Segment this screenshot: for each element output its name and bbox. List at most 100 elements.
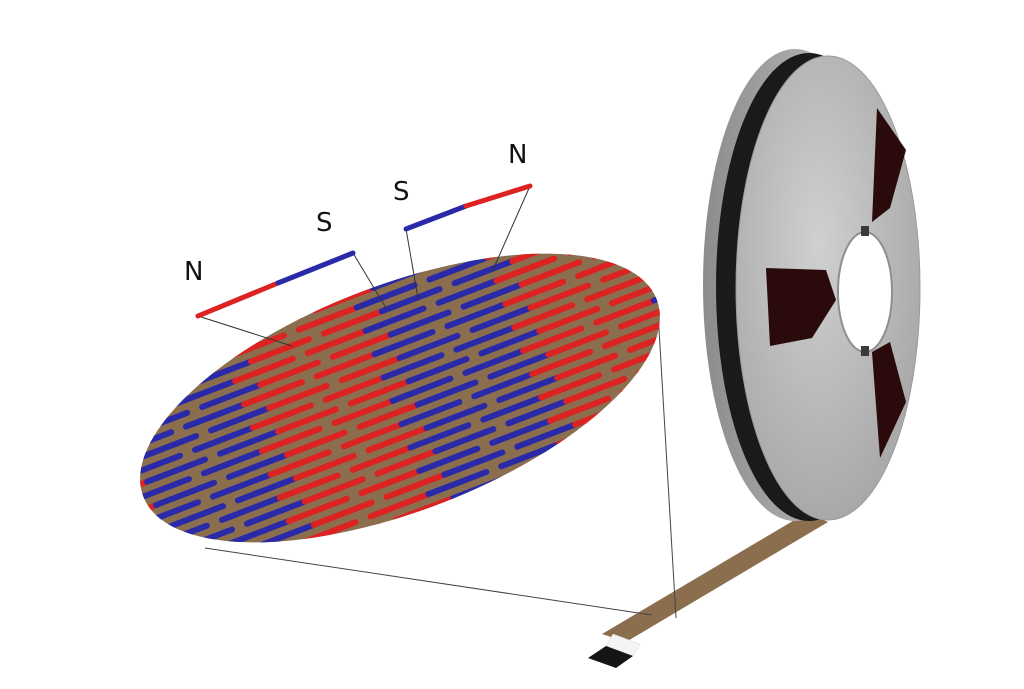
magnetic-domain-segment	[144, 456, 209, 485]
magnetic-domain-segment	[566, 227, 631, 256]
magnetic-domain-segment	[172, 592, 237, 603]
magnetic-domain-segment	[374, 448, 439, 477]
magnetic-domain-segment	[0, 532, 17, 554]
magnetic-domain-segment	[156, 331, 220, 360]
magnetic-domain-segment	[292, 452, 357, 482]
reel-hub-hole	[837, 231, 893, 353]
magnetic-domain-segment	[102, 451, 117, 480]
magnetic-domain-segment	[496, 374, 561, 403]
magnetic-domain-segment	[0, 555, 25, 577]
magnetic-domain-segment	[536, 305, 601, 335]
north-pole-label: N	[508, 140, 527, 170]
magnetic-domain-segment	[283, 429, 348, 458]
magnetic-domain-segment	[217, 428, 281, 457]
magnetic-domain-segment	[548, 193, 613, 209]
magnetic-domain-segment	[498, 441, 563, 470]
magnetic-domain-segment	[270, 568, 335, 597]
magnetic-domain-segment	[70, 650, 128, 672]
magnetic-domain-segment	[267, 449, 332, 478]
magnetic-domain-segment	[547, 395, 611, 424]
magnetic-domain-segment	[356, 401, 421, 430]
magnetic-domain-segment	[349, 444, 414, 473]
magnetic-domain-segment	[414, 379, 479, 408]
magnetic-domain-segment	[625, 142, 683, 164]
magnetic-domain-segment	[236, 541, 301, 570]
magnetic-domain-segment	[480, 394, 545, 423]
magnetic-domain-segment	[459, 496, 524, 525]
magnetic-domain-segment	[0, 668, 45, 689]
magnetic-domain-segment	[192, 424, 256, 453]
magnetic-domain-segment	[25, 533, 83, 555]
magnetic-domain-segment	[102, 428, 108, 457]
callout-line	[491, 185, 531, 273]
magnetic-domain-segment	[102, 478, 151, 507]
magnetic-domain-segment	[602, 320, 666, 350]
magnetic-domain-segment	[0, 625, 52, 647]
magnetic-domain-segment	[545, 329, 610, 358]
magnetic-domain-segment	[451, 258, 516, 287]
magnetic-domain-segment	[331, 397, 396, 427]
magnetic-domain-segment	[45, 646, 103, 668]
magnetic-domain-segment	[164, 569, 228, 598]
magnetic-domain-segment	[0, 459, 31, 481]
magnetic-domain-segment	[180, 549, 244, 578]
magnetic-domain-segment	[435, 277, 500, 306]
south-pole-label: S	[393, 177, 410, 207]
magnetic-domain-segment	[313, 351, 378, 380]
magnetic-domain-segment	[398, 399, 463, 428]
magnetic-domain-segment	[8, 486, 66, 508]
magnetic-domain-segment	[433, 211, 498, 240]
magnetic-domain-segment	[261, 545, 326, 574]
magnetic-domain-segment	[18, 576, 76, 598]
magnetic-domain-segment	[475, 208, 540, 237]
magnetic-domain-segment	[322, 374, 387, 403]
magnetic-domain-segment	[122, 572, 186, 601]
magnetic-domain-segment	[365, 425, 430, 454]
magnetic-domain-segment	[0, 598, 18, 620]
magnetic-domain-segment	[245, 564, 310, 593]
magnetic-domain-segment	[197, 596, 262, 603]
magnetic-domain-segment	[518, 259, 583, 288]
magnetic-domain-segment	[117, 386, 182, 415]
magnetic-domain-segment	[565, 442, 629, 471]
magnetic-domain-segment	[591, 231, 656, 260]
magnetic-domain-segment	[593, 297, 657, 326]
magnetic-domain-segment	[29, 385, 87, 407]
magnetic-domain-segment	[276, 472, 341, 501]
magnetic-domain-segment	[153, 479, 217, 508]
magnetic-domain-segment	[423, 402, 488, 431]
magnetic-domain-segment	[505, 398, 570, 427]
magnetic-domain-segment	[633, 228, 697, 257]
magnetic-domain-segment	[378, 286, 443, 315]
magnetic-domain-segment	[584, 274, 648, 303]
magnetic-domain-segment	[554, 352, 619, 381]
magnetic-domain-segment	[441, 449, 506, 478]
magnetic-domain-segment	[0, 506, 49, 528]
magnetic-domain-segment	[581, 422, 645, 451]
magnetic-domain-segment	[102, 568, 161, 597]
magnetic-domain-segment	[61, 626, 119, 648]
magnetic-domain-segment	[257, 359, 321, 388]
magnetic-domain-segment	[624, 205, 688, 234]
magnetic-domain-segment	[642, 252, 698, 281]
magnetic-domain-segment	[102, 521, 144, 550]
magnetic-domain-segment	[460, 281, 525, 310]
magnetic-domain-segment	[426, 254, 491, 283]
magnetic-domain-segment	[405, 356, 470, 385]
magnetic-domain-segment	[320, 308, 385, 337]
magnetic-domain-segment	[520, 325, 585, 354]
magnetic-domain-segment	[347, 378, 412, 407]
magnetic-domain-segment	[487, 351, 552, 380]
magnetic-domain-segment	[310, 499, 375, 528]
magnetic-domain-segment	[416, 445, 481, 474]
magnetic-domain-segment	[649, 209, 698, 238]
magnetic-domain-segment	[0, 575, 9, 597]
magnetic-domain-segment	[582, 208, 647, 237]
magnetic-domain-segment	[527, 282, 592, 311]
magnetic-domain-segment	[615, 193, 679, 211]
magnetic-domain-segment	[240, 379, 305, 408]
magnetic-domain-segment	[9, 553, 67, 575]
magnetic-domain-segment	[380, 352, 445, 381]
zoom-guide-lines	[204, 311, 677, 619]
